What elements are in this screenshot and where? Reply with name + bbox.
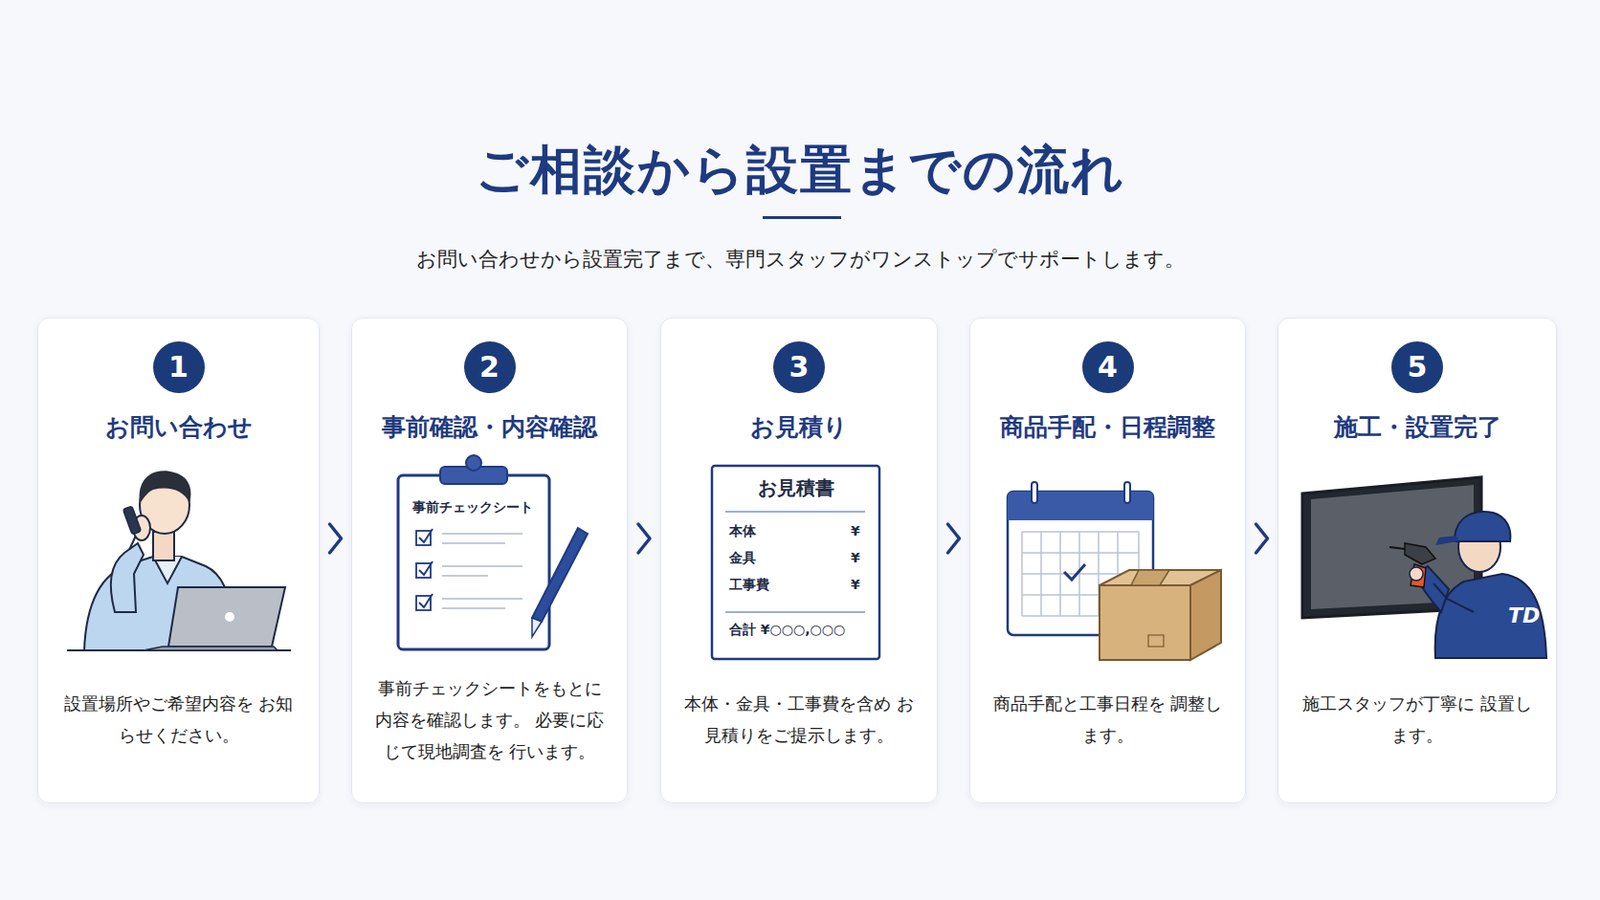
step-number-circle: 2 — [464, 341, 516, 394]
step-description: 設置場所やご希望内容を お知らせください。 — [57, 688, 300, 752]
step-number-circle: 3 — [773, 341, 825, 394]
card-grounds — [37, 317, 1557, 804]
step-card: 施工・設置完了施工スタッフが丁寧に 設置します。 5 — [1277, 317, 1557, 804]
step-number: 4 — [1097, 351, 1118, 384]
step-card: お問い合わせ設置場所やご希望内容を お知らせください。 1 — [37, 317, 320, 804]
estimate-sheet-illustration — [711, 466, 880, 660]
step-heading: お問い合わせ — [44, 412, 313, 444]
illustration-label: ¥ — [850, 548, 867, 568]
step-number: 2 — [479, 351, 500, 384]
tv-install-illustration — [1302, 477, 1547, 659]
step-heading: 商品手配・日程調整 — [976, 412, 1240, 444]
clipboard-illustration — [398, 455, 588, 650]
flow-chevron — [937, 524, 970, 554]
step-number: 3 — [789, 351, 810, 384]
illustration-label: 本体 — [729, 521, 787, 541]
step-heading: 事前確認・内容確認 — [357, 412, 622, 444]
illustration-label: ¥ — [850, 575, 867, 595]
illustration-label: 工事費 — [729, 575, 787, 595]
step-description: 事前チェックシートをもとに 内容を確認します。 必要に応じて現地調査を 行います… — [371, 672, 608, 768]
illustration-label: TD — [1508, 606, 1547, 626]
step-description: 商品手配と工事日程を 調整します。 — [989, 688, 1226, 752]
illustration-label: ¥ — [850, 521, 867, 541]
person-phone-illustration — [66, 470, 291, 651]
step-card: 商品手配・日程調整商品手配と工事日程を 調整します。 4 — [969, 317, 1246, 804]
flow-chevron — [627, 524, 661, 554]
step-heading: 施工・設置完了 — [1284, 412, 1551, 444]
page-caption: お問い合わせから設置完了まで、専門スタッフがワンストップでサポートします。 — [0, 244, 1600, 274]
title-underline — [762, 216, 842, 220]
illustration-label: 合計 ¥○○○,○○○ — [729, 620, 873, 640]
illustration-label: 金具 — [729, 548, 787, 568]
flow-chevron — [319, 524, 352, 554]
step-number: 5 — [1407, 351, 1428, 384]
step-number-circle: 4 — [1082, 341, 1134, 394]
step-card: 事前確認・内容確認事前チェックシートをもとに 内容を確認します。 必要に応じて現… — [351, 317, 628, 804]
illustration-label: 事前チェックシート — [412, 497, 537, 517]
step-number-circle: 1 — [153, 341, 205, 394]
step-heading: お見積り — [666, 412, 932, 444]
page-title: ご相談から設置までの流れ — [0, 139, 1600, 201]
step-number: 1 — [168, 351, 189, 384]
illustration-label: お見積書 — [711, 478, 880, 498]
flow-chevron — [1245, 524, 1278, 554]
step-number-circle: 5 — [1391, 341, 1444, 394]
step-card: お見積り本体・金具・工事費を含め お見積りをご提示します。 3 — [660, 317, 938, 804]
step-description: 本体・金具・工事費を含め お見積りをご提示します。 — [680, 688, 918, 752]
calendar-box-illustration — [1007, 482, 1222, 661]
step-description: 施工スタッフが丁寧に 設置します。 — [1297, 688, 1537, 752]
